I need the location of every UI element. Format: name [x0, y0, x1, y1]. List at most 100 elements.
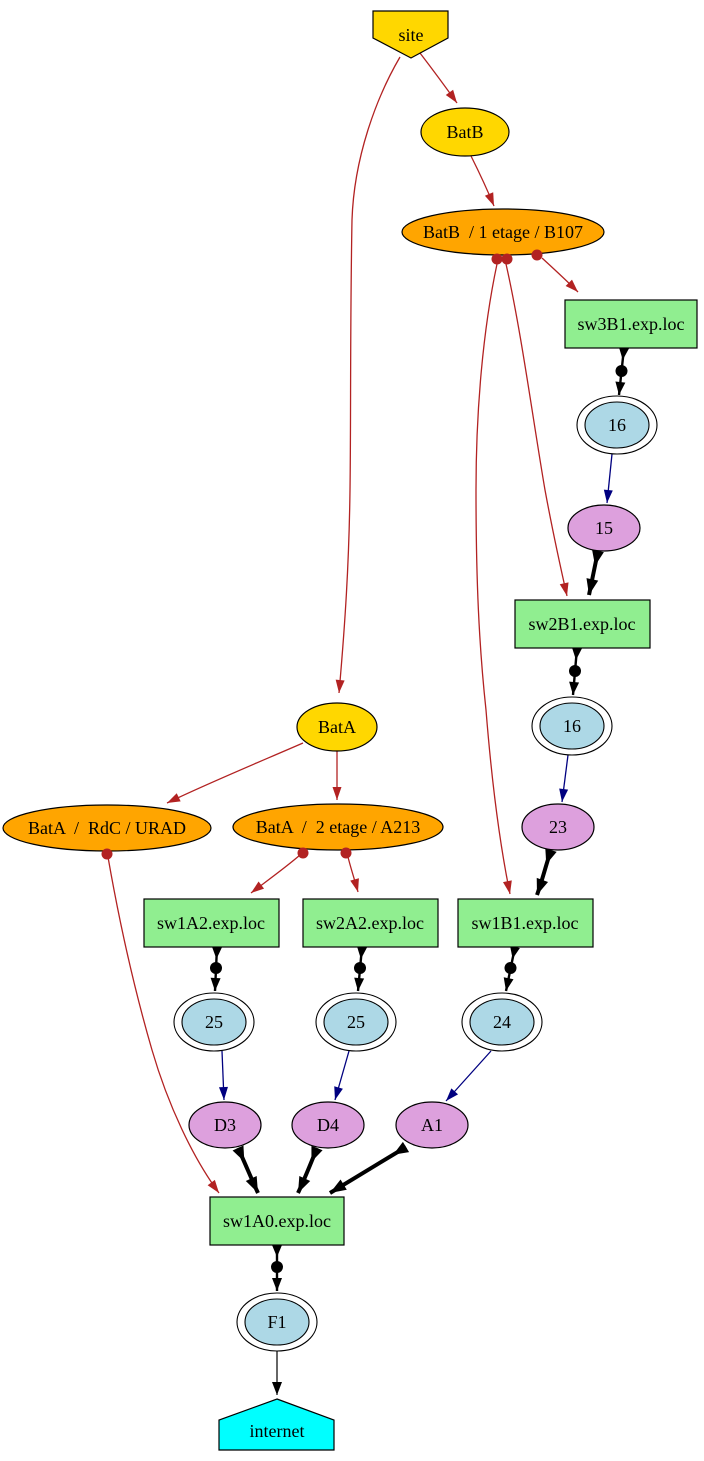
room-urad-label: BatA / RdC / URAD: [28, 818, 186, 838]
site-shape: [372, 10, 449, 59]
room-b107-label: BatB / 1 etage / B107: [423, 222, 583, 242]
edge-roomB107-sw3B1: [541, 257, 579, 293]
node-vlan-A1: A1: [395, 1101, 469, 1149]
vlan-23-shape: [521, 803, 595, 851]
vlan-A1-shape: [395, 1101, 469, 1149]
edge-dot-roomA213-sw2A2: [340, 847, 352, 859]
vlan-D4-shape: [291, 1101, 365, 1149]
sw2A2-shape: [302, 898, 439, 948]
port-sw1B1-24-inner: [469, 998, 535, 1046]
port-sw3B1-16-inner: [584, 401, 650, 449]
edge-port16-vlan15: [603, 453, 613, 504]
node-sw3B1: sw3B1.exp.loc: [564, 299, 698, 349]
node-sw1B1: sw1B1.exp.loc: [457, 898, 594, 948]
vlan-D3-label: D3: [214, 1115, 236, 1135]
node-room-b107: BatB / 1 etage / B107: [401, 208, 605, 256]
edge-dot-roomURAD-sw1A0: [101, 848, 113, 860]
edge-port24-vlanA1: [445, 1050, 492, 1102]
vlan-A1-label: A1: [421, 1115, 443, 1135]
batB-shape: [420, 107, 510, 157]
edge-dot-sw3B1-port16: [615, 365, 628, 377]
port-sw1A0-F1-label: F1: [267, 1312, 286, 1332]
sw1B1-label: sw1B1.exp.loc: [472, 913, 579, 933]
sw1A2-shape: [143, 898, 280, 948]
node-vlan-23: 23: [521, 803, 595, 851]
port-sw3B1-16-label: 16: [608, 415, 626, 435]
sw1A2-label: sw1A2.exp.loc: [157, 913, 265, 933]
edge-batA-roomURAD: [166, 742, 304, 804]
room-a213-shape: [232, 803, 444, 851]
edge-dot-roomB107-sw1B1: [491, 253, 503, 265]
batB-label: BatB: [446, 122, 483, 142]
room-b107-shape: [401, 208, 605, 256]
node-internet: internet: [218, 1398, 335, 1451]
port-sw2A2-25-inner: [323, 998, 389, 1046]
port-sw2A2-25-label: 25: [347, 1012, 365, 1032]
edge-vlanD4-sw1A0: [296, 1145, 323, 1194]
edge-vlan23-sw1B1: [535, 848, 557, 896]
port-sw2B1-16-label: 16: [563, 716, 581, 736]
internet-label: internet: [250, 1421, 305, 1441]
node-vlan-D3: D3: [188, 1101, 262, 1149]
edge-roomA213-sw2A2: [347, 856, 359, 893]
edge-site-batB: [419, 52, 458, 104]
edge-roomURAD-sw1A0: [107, 856, 220, 1194]
node-sw1A2: sw1A2.exp.loc: [143, 898, 280, 948]
node-port-sw2B1-16: 16: [531, 696, 613, 756]
node-port-sw2A2-25: 25: [315, 992, 397, 1052]
vlan-D3-shape: [188, 1101, 262, 1149]
internet-shape: [218, 1398, 335, 1451]
vlan-15-shape: [567, 504, 641, 552]
node-site: site: [372, 10, 449, 59]
edge-vlanD3-sw1A0: [232, 1145, 260, 1194]
sw1B1-shape: [457, 898, 594, 948]
vlan-D4-label: D4: [317, 1115, 339, 1135]
sw2B1-label: sw2B1.exp.loc: [529, 614, 636, 634]
site-label: site: [399, 25, 424, 45]
port-sw1A2-25-label: 25: [205, 1012, 223, 1032]
edge-dot-sw1A2-port25: [210, 962, 222, 974]
node-batA: BatA: [296, 702, 378, 752]
edge-dot-sw1B1-port24: [504, 962, 517, 974]
port-sw2B1-16-inner: [539, 702, 605, 750]
vlan-23-label: 23: [549, 817, 567, 837]
node-sw2B1: sw2B1.exp.loc: [514, 599, 651, 649]
sw2A2-label: sw2A2.exp.loc: [316, 913, 424, 933]
sw3B1-shape: [564, 299, 698, 349]
edge-vlanA1-sw1A0: [328, 1141, 410, 1195]
edge-dot-roomB107-sw2B1: [501, 253, 513, 265]
port-sw1A0-F1-inner: [244, 1298, 310, 1346]
edge-batB-roomB107: [470, 155, 495, 207]
edge-roomB107-sw1B1: [475, 263, 512, 895]
edge-dot-roomB107-sw3B1: [531, 249, 543, 261]
node-port-sw1A0-F1: F1: [236, 1292, 318, 1352]
edge-port25-vlanD4: [334, 1050, 350, 1101]
node-batB: BatB: [420, 107, 510, 157]
edge-dot-sw2B1-port16: [569, 665, 581, 677]
node-sw1A0: sw1A0.exp.loc: [209, 1196, 345, 1246]
node-vlan-D4: D4: [291, 1101, 365, 1149]
edge-vlan15-sw2B1: [586, 549, 604, 596]
node-room-a213: BatA / 2 etage / A213: [232, 803, 444, 851]
edge-site-batA: [335, 56, 401, 694]
sw3B1-label: sw3B1.exp.loc: [578, 314, 685, 334]
edge-port25-vlanD3: [218, 1050, 228, 1101]
sw1A0-shape: [209, 1196, 345, 1246]
sw1A0-label: sw1A0.exp.loc: [223, 1211, 331, 1231]
edge-roomA213-sw1A2: [250, 854, 301, 894]
edge-dot-sw2A2-port25: [354, 962, 366, 974]
edge-dot-sw1A0-portF1: [271, 1261, 283, 1273]
node-room-urad: BatA / RdC / URAD: [2, 804, 212, 852]
room-a213-label: BatA / 2 etage / A213: [256, 817, 420, 837]
batA-label: BatA: [318, 717, 356, 737]
edge-roomB107-sw2B1: [505, 263, 569, 597]
edge-dot-roomA213-sw1A2: [297, 847, 309, 859]
sw2B1-shape: [514, 599, 651, 649]
edge-tail-dots: [101, 249, 628, 1273]
port-sw1B1-24-label: 24: [493, 1012, 511, 1032]
batA-shape: [296, 702, 378, 752]
vlan-15-label: 15: [595, 518, 613, 538]
node-vlan-15: 15: [567, 504, 641, 552]
